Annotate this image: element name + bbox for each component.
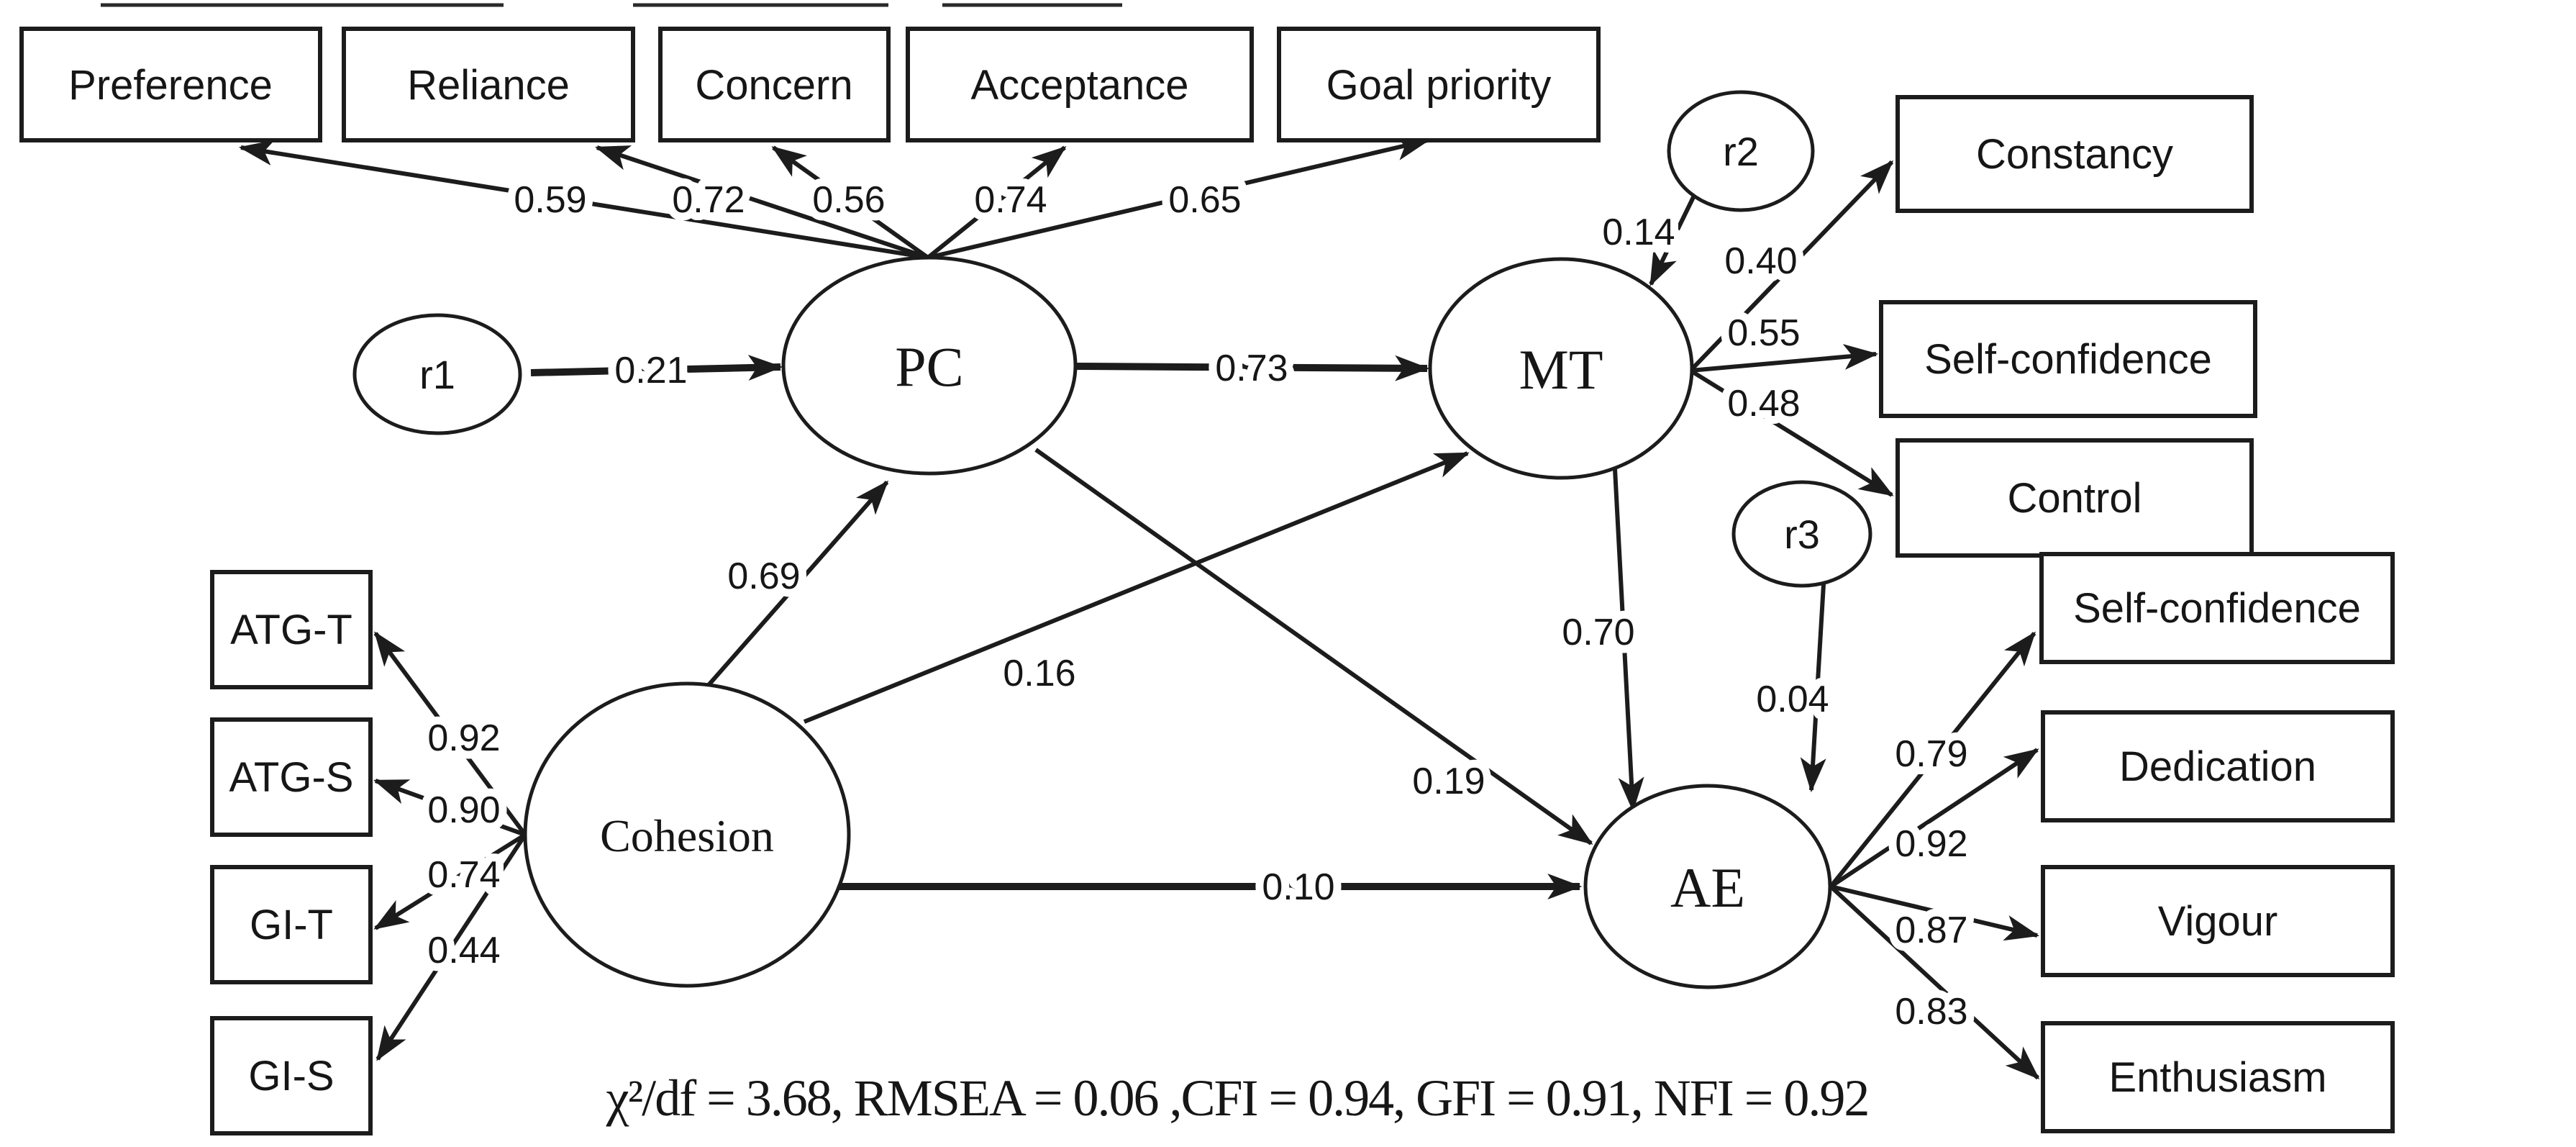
loading-ae-self-confidence-line: [1829, 631, 2036, 888]
loading-mt-constancy-line: [1688, 160, 1894, 373]
loading-ae-dedication-line: [1829, 748, 2039, 889]
residual-ellipse-r3: [1731, 480, 1872, 588]
loading-cohesion-atg-t-line: [373, 631, 527, 836]
loading-pc-preference-value: 0.59: [514, 179, 586, 221]
latent-label-ae: AE: [1670, 856, 1745, 919]
indicator-label-atg-t: ATG-T: [230, 607, 352, 653]
diagram-paths: [238, 135, 2040, 1080]
loading-ae-enthusiasm-value: 0.83: [1895, 991, 1967, 1033]
diagram-labels: Preference Reliance Concern Acceptance G…: [68, 62, 2361, 1127]
path-pc-ae-line: [1034, 448, 1593, 845]
indicator-box-atg-s: [210, 717, 373, 837]
indicator-label-constancy: Constancy: [1976, 131, 2173, 178]
indicator-box-acceptance: [906, 27, 1254, 142]
coef-cohesion-mt: 0.16: [1003, 653, 1075, 694]
path-pc-mt-line: [1075, 355, 1430, 381]
indicator-box-self-confidence-mt: [1879, 300, 2257, 418]
loading-ae-self-confidence-value: 0.79: [1895, 733, 1967, 775]
coef-cohesion-pc: 0.69: [727, 556, 800, 597]
diagram-shapes: [19, 27, 2395, 1135]
loading-ae-vigour-value: 0.87: [1895, 910, 1967, 951]
latent-label-pc: PC: [895, 335, 963, 398]
indicator-label-reliance: Reliance: [407, 62, 570, 109]
loading-cohesion-atg-t-value: 0.92: [427, 717, 500, 759]
latent-ellipse-cohesion: [523, 681, 851, 988]
indicator-box-gi-s: [210, 1016, 373, 1135]
latent-ellipse-mt: [1428, 257, 1694, 480]
path-cohesion-mt-line: [803, 451, 1470, 724]
latent-label-mt: MT: [1519, 338, 1603, 401]
loading-mt-control-value: 0.48: [1727, 383, 1800, 425]
loading-pc-acceptance-line: [927, 145, 1067, 260]
loading-cohesion-gi-s-value: 0.44: [427, 930, 500, 971]
coef-cohesion-ae: 0.10: [1262, 866, 1334, 908]
residual-label-r1: r1: [419, 352, 455, 397]
loading-mt-self-confidence-line: [1690, 344, 1879, 373]
residual-ellipse-r1: [352, 313, 522, 435]
coef-pc-ae: 0.19: [1412, 761, 1485, 802]
indicator-label-vigour: Vigour: [2158, 898, 2278, 945]
loading-cohesion-atg-s-line: [373, 779, 527, 837]
loading-cohesion-gi-t-value: 0.74: [427, 854, 500, 896]
loading-mt-control-line: [1689, 368, 1894, 497]
indicator-box-atg-t: [210, 570, 373, 689]
coef-mt-ae: 0.70: [1562, 612, 1634, 653]
indicator-box-vigour: [2041, 865, 2395, 977]
loading-cohesion-gi-t-line: [373, 833, 527, 930]
fit-statistics: χ²/df = 3.68, RMSEA = 0.06 ,CFI = 0.94, …: [606, 1069, 1869, 1127]
loading-cohesion-atg-s-value: 0.90: [427, 789, 500, 831]
indicator-box-constancy: [1895, 95, 2254, 213]
loading-pc-reliance-line: [594, 145, 929, 260]
coef-pc-mt: 0.73: [1215, 348, 1288, 389]
loading-pc-concern-line: [771, 145, 929, 260]
loading-cohesion-gi-s-line: [376, 833, 527, 1061]
loading-ae-dedication-value: 0.92: [1895, 823, 1967, 865]
coef-r3-ae: 0.04: [1756, 679, 1829, 720]
loading-mt-constancy-value: 0.40: [1724, 240, 1797, 282]
path-cohesion-pc-line: [706, 480, 889, 686]
loading-pc-preference-line: [238, 140, 929, 260]
indicator-label-enthusiasm: Enthusiasm: [2108, 1054, 2326, 1101]
indicator-box-goal-priority: [1277, 27, 1601, 142]
path-r3-ae-line: [1800, 584, 1826, 793]
indicator-label-goal-priority: Goal priority: [1326, 62, 1552, 109]
indicator-box-enthusiasm: [2041, 1021, 2395, 1133]
loading-pc-concern-value: 0.56: [812, 179, 885, 221]
loading-pc-goal-priority-line: [927, 135, 1431, 260]
indicator-label-control: Control: [2008, 475, 2142, 522]
path-mt-ae-line: [1613, 468, 1644, 812]
indicator-label-concern: Concern: [695, 62, 852, 109]
indicator-box-control: [1895, 438, 2254, 558]
indicator-box-preference: [19, 27, 322, 142]
path-r1-pc-line: [530, 355, 783, 381]
loading-ae-vigour-line: [1830, 884, 2040, 941]
indicator-label-dedication: Dedication: [2119, 743, 2316, 790]
residual-label-r2: r2: [1723, 129, 1759, 174]
loading-pc-goal-priority-value: 0.65: [1168, 179, 1241, 221]
indicator-box-self-confidence-ae: [2039, 552, 2395, 664]
indicator-box-reliance: [342, 27, 635, 142]
loading-pc-reliance-value: 0.72: [672, 179, 745, 221]
loading-pc-acceptance-value: 0.74: [974, 179, 1047, 221]
indicator-label-gi-s: GI-S: [248, 1053, 334, 1100]
indicator-label-gi-t: GI-T: [250, 902, 333, 948]
residual-label-r3: r3: [1784, 512, 1820, 557]
latent-ellipse-ae: [1583, 784, 1832, 989]
residual-ellipse-r2: [1667, 90, 1815, 212]
indicator-label-preference: Preference: [68, 62, 273, 109]
path-r2-mt-line: [1649, 194, 1696, 286]
indicator-label-self-confidence-mt: Self-confidence: [1924, 336, 2212, 383]
loading-mt-self-confidence-value: 0.55: [1727, 312, 1800, 354]
loading-ae-enthusiasm-line: [1829, 884, 2040, 1080]
indicator-label-acceptance: Acceptance: [970, 62, 1188, 109]
coef-r1-pc: 0.21: [614, 350, 687, 391]
indicator-label-atg-s: ATG-S: [229, 754, 354, 801]
indicator-box-dedication: [2041, 710, 2395, 822]
latent-label-cohesion: Cohesion: [600, 810, 774, 861]
coef-r2-mt: 0.14: [1602, 212, 1675, 253]
latent-ellipse-pc: [781, 255, 1078, 476]
indicator-label-self-confidence-ae: Self-confidence: [2073, 585, 2361, 632]
indicator-box-concern: [658, 27, 891, 142]
indicator-box-gi-t: [210, 865, 373, 984]
